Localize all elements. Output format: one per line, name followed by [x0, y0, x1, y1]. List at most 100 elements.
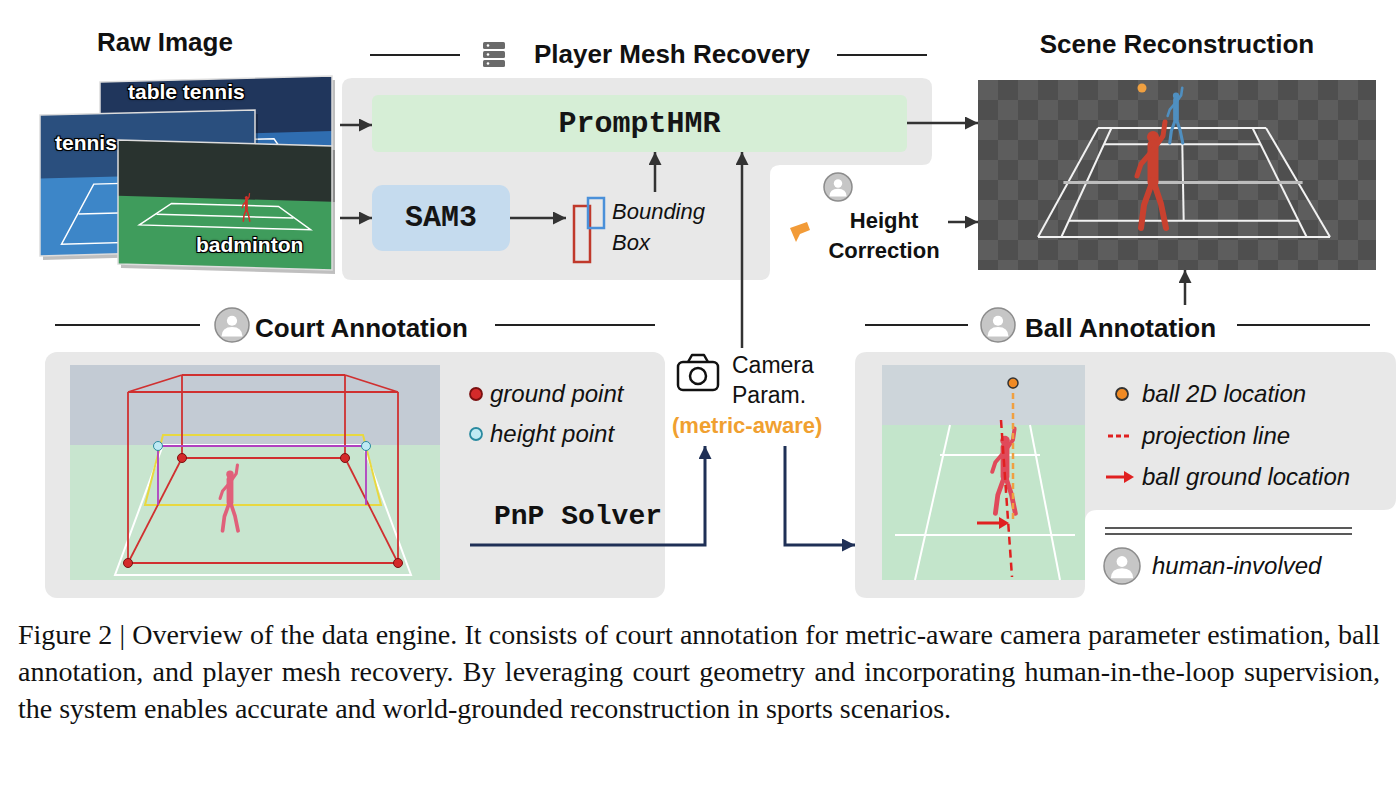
legend-rule	[1105, 527, 1352, 529]
illustration	[45, 305, 665, 598]
legend-rule	[1105, 533, 1352, 535]
process-box: SAM3	[372, 185, 510, 251]
ball-photo	[882, 365, 1085, 580]
legend-dot	[470, 388, 482, 400]
connector-lead	[470, 544, 665, 547]
player-figure	[1168, 88, 1183, 143]
legend-arrow	[1106, 476, 1126, 479]
legend-dot	[470, 428, 482, 440]
text-slot: Ball Annotation	[1025, 312, 1216, 344]
legend-text: human-involved	[1152, 551, 1321, 581]
text-slot: ball ground location	[1142, 462, 1350, 492]
text-slot: human-involved	[1152, 551, 1321, 581]
text-slot: badminton	[196, 232, 303, 257]
text-slot: (metric-aware)	[672, 412, 822, 440]
text-slot: PromptHMR	[372, 95, 907, 152]
legend-text: ground point	[490, 379, 623, 409]
annotation-panel: Court Annotation	[45, 305, 665, 598]
node-text: Scene Reconstruction	[978, 28, 1376, 60]
text-slot: Height Correction	[820, 206, 948, 266]
edge-label: PnP Solver	[494, 500, 662, 534]
flow-arrow	[340, 217, 372, 220]
legend-swatch	[1102, 374, 1142, 414]
process-box: PromptHMR	[372, 95, 907, 152]
node-text: Player Mesh Recovery	[534, 38, 810, 70]
legend-swatch	[1100, 457, 1140, 497]
flow-arrow	[654, 152, 657, 192]
node-text: Ball Annotation	[1025, 312, 1216, 344]
text-slot: tennis	[55, 130, 117, 155]
legend-text: ball 2D location	[1142, 379, 1306, 409]
node-text: (metric-aware)	[672, 412, 822, 440]
legend-text: ball ground location	[1142, 462, 1350, 492]
text-slot: Scene Reconstruction	[978, 28, 1376, 60]
scene-render	[978, 80, 1376, 270]
image-label: table tennis	[128, 79, 245, 104]
node-text: PromptHMR	[558, 106, 720, 142]
heading-rule	[370, 54, 460, 56]
text-slot: ball 2D location	[1142, 379, 1306, 409]
text-slot: height point	[490, 419, 614, 449]
player-figure	[220, 465, 238, 531]
text-slot: ground point	[490, 379, 623, 409]
panel-ground	[855, 352, 1396, 598]
person-icon	[215, 308, 249, 342]
heading-rule	[495, 324, 655, 326]
text-slot: Bounding Box	[612, 196, 714, 258]
legend-swatch	[1100, 416, 1140, 456]
heading-rule	[837, 54, 927, 56]
correction-node: Height Correction	[788, 170, 948, 272]
node-text: SAM3	[405, 200, 477, 236]
text-slot: table tennis	[128, 79, 245, 104]
player-figure	[242, 194, 250, 222]
illustration	[978, 28, 1376, 270]
text-slot: Raw Image	[40, 26, 290, 58]
legend-dot	[1116, 388, 1128, 400]
legend-swatch	[1102, 546, 1142, 586]
text-slot: PnP Solver	[494, 500, 662, 534]
server-icon	[483, 42, 505, 67]
ruler-icon	[790, 222, 810, 242]
text-slot: Camera Param.	[732, 350, 836, 410]
flow-arrow	[907, 122, 978, 125]
text-slot: Player Mesh Recovery	[534, 38, 810, 70]
legend-dash	[1108, 435, 1132, 438]
camera-icon	[678, 355, 718, 390]
node-text: Bounding Box	[612, 196, 714, 258]
flow-arrow	[510, 217, 566, 220]
legend-text: height point	[490, 419, 614, 449]
sport-photo	[118, 140, 335, 274]
flow-arrow	[665, 446, 705, 545]
camera-node: Camera Param.(metric-aware)	[672, 348, 850, 446]
scene-panel: Scene Reconstruction	[978, 28, 1376, 270]
flow-arrow	[1184, 270, 1187, 305]
legend-text: projection line	[1142, 421, 1290, 451]
image-label: badminton	[196, 232, 303, 257]
text-slot: SAM3	[372, 185, 510, 251]
person-icon	[1104, 548, 1140, 584]
heading-rule	[1237, 324, 1370, 326]
node-text: Camera Param.	[732, 350, 836, 410]
node-text: Court Annotation	[255, 312, 468, 344]
text-slot: Figure 2 | Overview of the data engine. …	[18, 616, 1380, 727]
heading-rule	[55, 324, 200, 326]
node-text: Height Correction	[820, 206, 948, 266]
bbox-node: Bounding Box	[566, 192, 716, 270]
court-photo	[70, 365, 440, 580]
flow-arrow	[785, 446, 855, 545]
text-slot: projection line	[1142, 421, 1290, 451]
flow-arrow	[340, 124, 372, 127]
panel-ground	[45, 352, 665, 598]
figure-caption: Figure 2 | Overview of the data engine. …	[18, 616, 1380, 727]
text-slot: Court Annotation	[255, 312, 468, 344]
flow-arrow	[948, 221, 978, 224]
person-icon	[824, 173, 852, 201]
heading-rule	[865, 324, 968, 326]
legend-arrowhead	[1124, 471, 1134, 483]
person-icon	[981, 308, 1015, 342]
bbox-icon	[588, 198, 604, 228]
player-figure	[992, 429, 1015, 514]
image-label: tennis	[55, 130, 117, 155]
flow-arrow	[741, 152, 744, 348]
